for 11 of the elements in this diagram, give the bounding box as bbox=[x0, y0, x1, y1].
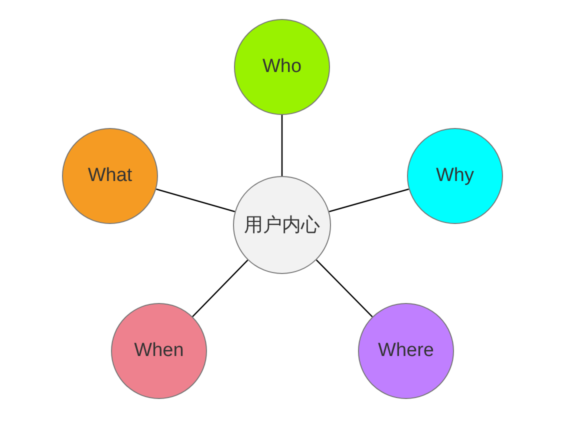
connector-line bbox=[316, 259, 373, 318]
connector-line bbox=[192, 260, 248, 318]
topic-circle: Who bbox=[234, 19, 330, 115]
topic-circle: 用户内心 bbox=[233, 176, 331, 274]
topic-circle: Where bbox=[358, 303, 454, 399]
topic-circle: When bbox=[111, 303, 207, 399]
connector-line bbox=[156, 188, 236, 212]
connector-line bbox=[281, 115, 283, 176]
topic-circle: What bbox=[62, 128, 158, 224]
topic-circle: Why bbox=[407, 128, 503, 224]
connector-line bbox=[328, 188, 409, 212]
